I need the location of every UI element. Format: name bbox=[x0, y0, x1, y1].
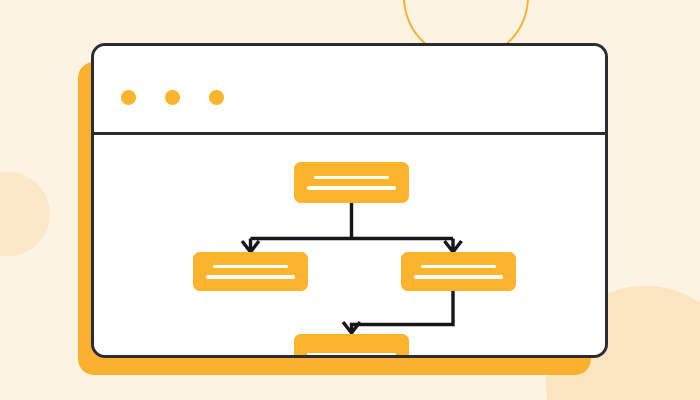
node-text-line bbox=[307, 352, 396, 355]
node-text-line bbox=[307, 186, 396, 190]
node-text-line bbox=[206, 275, 295, 279]
left-peach-circle bbox=[0, 172, 50, 256]
flow-node-right[interactable] bbox=[401, 252, 516, 291]
window-dot-minimize-icon[interactable] bbox=[165, 90, 180, 105]
window-titlebar bbox=[94, 46, 605, 135]
node-text-line bbox=[213, 264, 288, 268]
window-control-dots bbox=[121, 90, 224, 105]
window-dot-maximize-icon[interactable] bbox=[209, 90, 224, 105]
node-text-line bbox=[314, 175, 389, 179]
window-dot-close-icon[interactable] bbox=[121, 90, 136, 105]
arrowhead-bottom-icon bbox=[341, 320, 362, 336]
node-text-line bbox=[421, 264, 496, 268]
flow-node-bottom[interactable] bbox=[294, 334, 409, 355]
flow-node-left[interactable] bbox=[193, 252, 308, 291]
window-content-canvas bbox=[94, 135, 605, 355]
node-text-line bbox=[414, 275, 503, 279]
connector-right-to-bottom-path bbox=[349, 291, 455, 332]
flow-node-root[interactable] bbox=[294, 162, 409, 203]
browser-window bbox=[91, 43, 608, 358]
